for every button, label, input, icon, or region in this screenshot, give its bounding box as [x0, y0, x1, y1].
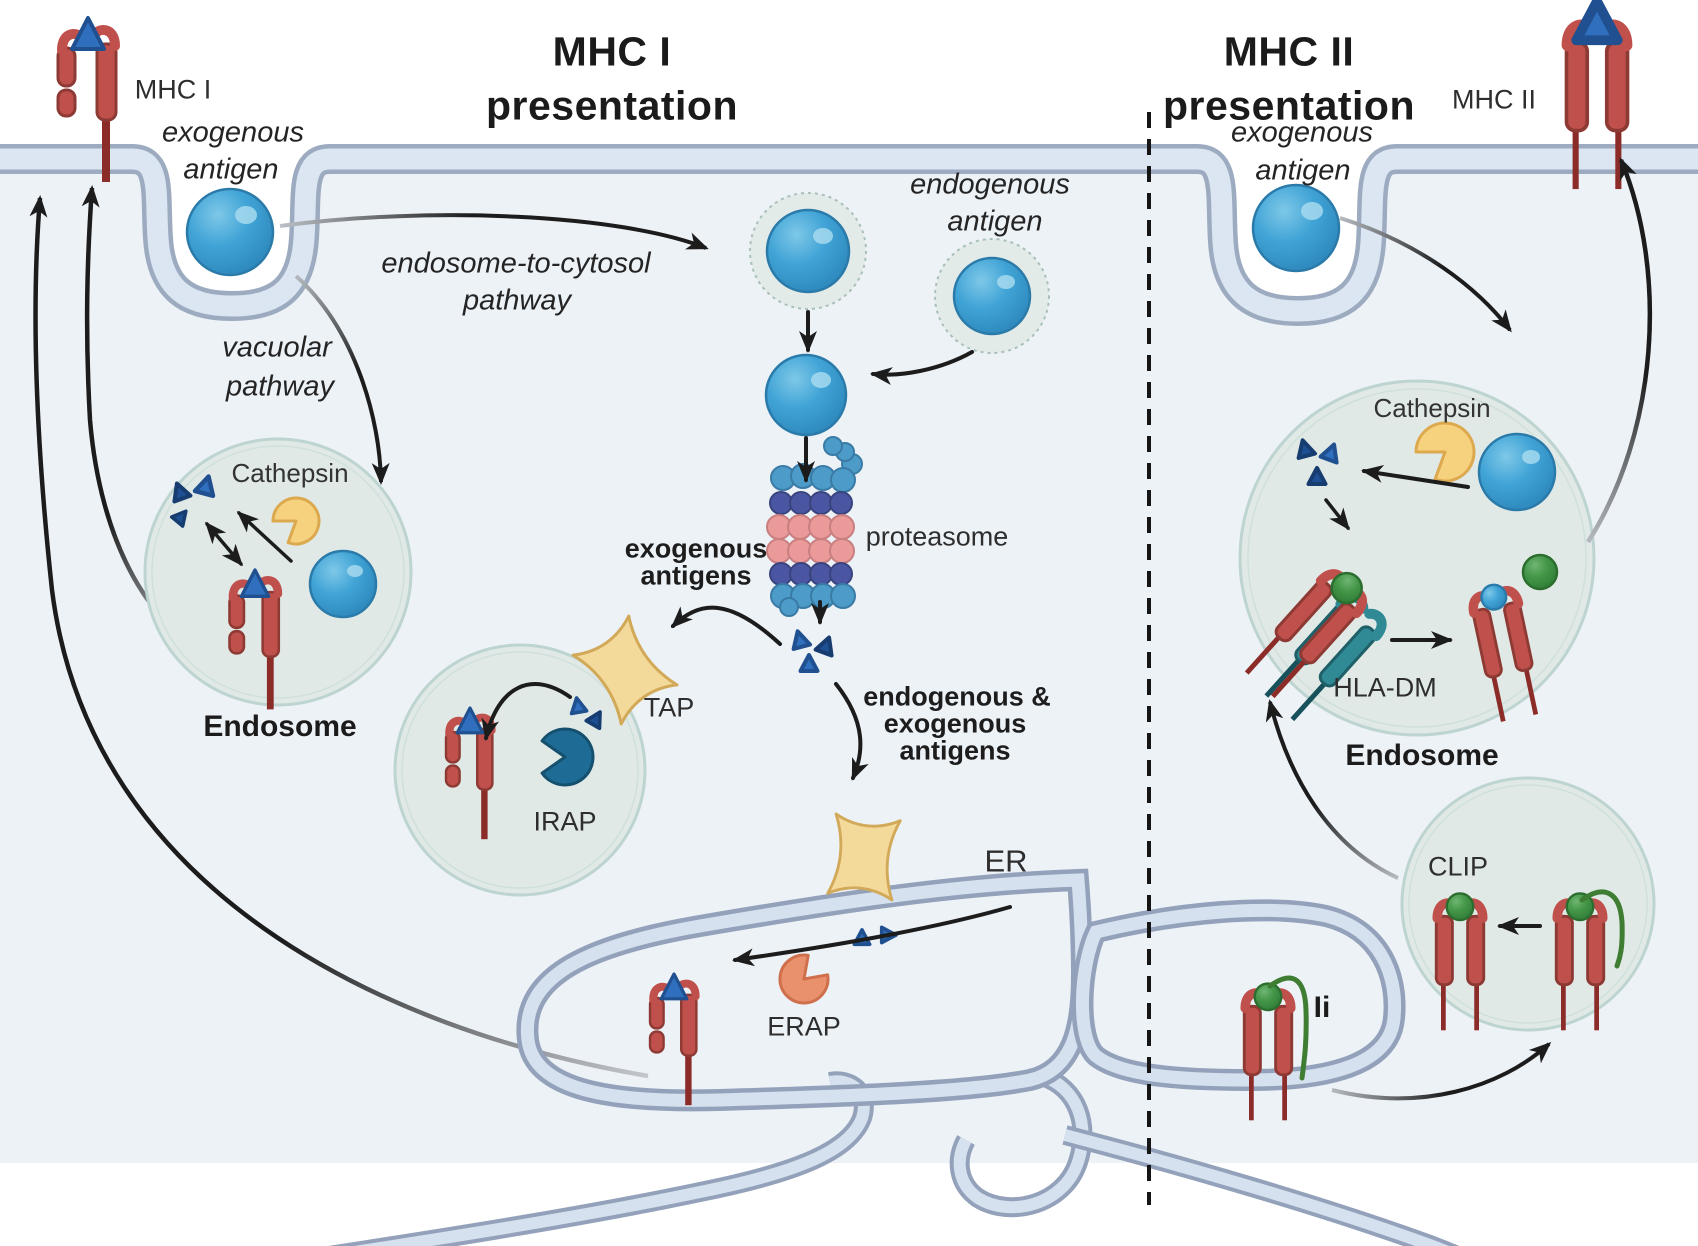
exogenous-antigen-right-line2: antigen — [1255, 154, 1351, 187]
endosome-to-cytosol-arrow — [279, 213, 709, 250]
er-to-clip-endosome-arrow — [1331, 1041, 1552, 1101]
vacuolar-pathway-line2: pathway — [225, 370, 335, 403]
left-endosome-ring — [151, 445, 405, 699]
ii-chain-tail-endosome — [1579, 889, 1625, 969]
right-panel-title-line1: MHC II — [1223, 28, 1355, 75]
cathepsin-right-label: Cathepsin — [1373, 393, 1491, 423]
er-label: ER — [984, 843, 1028, 879]
sphere-highlight — [1522, 450, 1540, 464]
endocytosis-arrow-right — [1339, 216, 1512, 333]
mhc2-ii-complex-er — [1244, 982, 1292, 1121]
endosome-to-cytosol-line1: endosome-to-cytosol — [381, 247, 651, 280]
right-endosome-ring — [1247, 388, 1587, 728]
sphere-highlight — [813, 228, 833, 244]
exogenous-antigen-right — [1251, 183, 1341, 273]
left-panel-title-line1: MHC I — [552, 28, 672, 75]
irap-label: IRAP — [533, 806, 597, 837]
mhc2-hladm-complex — [1238, 560, 1397, 724]
peptide-to-complex-arrow — [1324, 498, 1350, 531]
erap-label: ERAP — [767, 1011, 841, 1042]
clip-endosome-ring — [1408, 784, 1648, 1024]
endo-exo-antigens-line2: exogenous — [883, 708, 1027, 739]
endoplasmic-reticulum — [516, 868, 1406, 1112]
sphere-highlight — [347, 565, 363, 577]
free-antigen-sphere — [764, 353, 848, 437]
cathepsin-cleave-arrow — [236, 510, 293, 563]
antigen-sphere — [765, 208, 851, 294]
endosome-to-cytosol-line2: pathway — [462, 284, 572, 317]
clip-on-mhc2 — [1330, 571, 1363, 605]
mhc2-clip-trimmed — [1436, 892, 1484, 1031]
exogenous-antigen-left-line2: antigen — [183, 153, 279, 186]
er-bottom-membrane-sweeps — [328, 1066, 1460, 1246]
antigen-digest-arrow — [1361, 464, 1470, 489]
sphere-highlight — [811, 372, 831, 388]
ii-chain-tail-er — [1267, 975, 1309, 1081]
cathepsin-left-label: Cathepsin — [231, 458, 349, 488]
cathepsin-exchange-arrow — [205, 521, 243, 567]
ii-label: Ii — [1313, 991, 1331, 1024]
cathepsin-icon-right — [1414, 421, 1476, 483]
proteasome — [766, 436, 863, 617]
mhc2-loaded-peptide — [1468, 583, 1543, 723]
erap-icon — [778, 953, 830, 1005]
exogenous-antigens-line2: antigens — [640, 560, 752, 591]
endogenous-antigen-line1: endogenous — [910, 168, 1070, 201]
sphere-highlight — [997, 275, 1015, 289]
irap-endosome-ring — [401, 651, 639, 889]
endosome-left-label: Endosome — [203, 710, 357, 743]
irap-loading-arrow — [481, 682, 572, 741]
er-to-surface-arrow — [29, 195, 649, 1079]
antigen-in-right-endosome — [1477, 432, 1557, 512]
mhc2-clip-with-ii — [1556, 892, 1604, 1031]
exogenous-antigens-line1: exogenous — [624, 533, 768, 564]
irap-icon — [540, 727, 595, 787]
sphere-highlight — [1301, 202, 1323, 220]
cathepsin-icon-left — [271, 496, 321, 546]
left-endosome — [143, 437, 413, 707]
vacuolar-pathway-line1: vacuolar — [222, 331, 332, 364]
clip-label: CLIP — [1427, 851, 1489, 882]
clip-to-hladm-endosome-arrow — [1265, 699, 1399, 880]
mhc1-label: MHC I — [134, 74, 212, 105]
proteasome-label: proteasome — [865, 521, 1009, 552]
left-panel-title-line2: presentation — [485, 82, 739, 129]
tap-label: TAP — [643, 692, 695, 723]
exogenous-antigen-left-line1: exogenous — [162, 116, 304, 149]
hla-dm-label: HLA-DM — [1333, 672, 1437, 703]
antigen-in-left-endosome — [308, 549, 378, 619]
erap-loading-arrow — [732, 905, 1012, 967]
antigen-sphere — [952, 256, 1032, 336]
peptides-to-tap-arrow — [670, 605, 782, 646]
right-panel-title-line2: presentation — [1162, 82, 1416, 129]
peptides-to-er-arrow — [834, 682, 869, 781]
exogenous-antigen-right-line1: exogenous — [1231, 116, 1373, 149]
mhc2-label: MHC II — [1452, 84, 1536, 115]
free-clip-peptide — [1521, 553, 1559, 591]
endo-exo-antigens-line1: endogenous & — [863, 681, 1051, 712]
pathway-arrows — [205, 157, 1653, 1101]
plasma-membrane — [0, 144, 1698, 327]
vacuolar-pathway-arrow — [294, 274, 390, 485]
endogenous-to-cytosol-arrow — [870, 350, 974, 386]
endogenous-antigen-line2: antigen — [947, 205, 1043, 238]
endosome-right-label: Endosome — [1345, 739, 1499, 772]
endo-exo-antigens-line3: antigens — [899, 735, 1011, 766]
sphere-highlight — [235, 206, 257, 224]
exogenous-antigen-left — [185, 187, 275, 277]
mhc2-to-surface-arrow — [1586, 157, 1653, 544]
